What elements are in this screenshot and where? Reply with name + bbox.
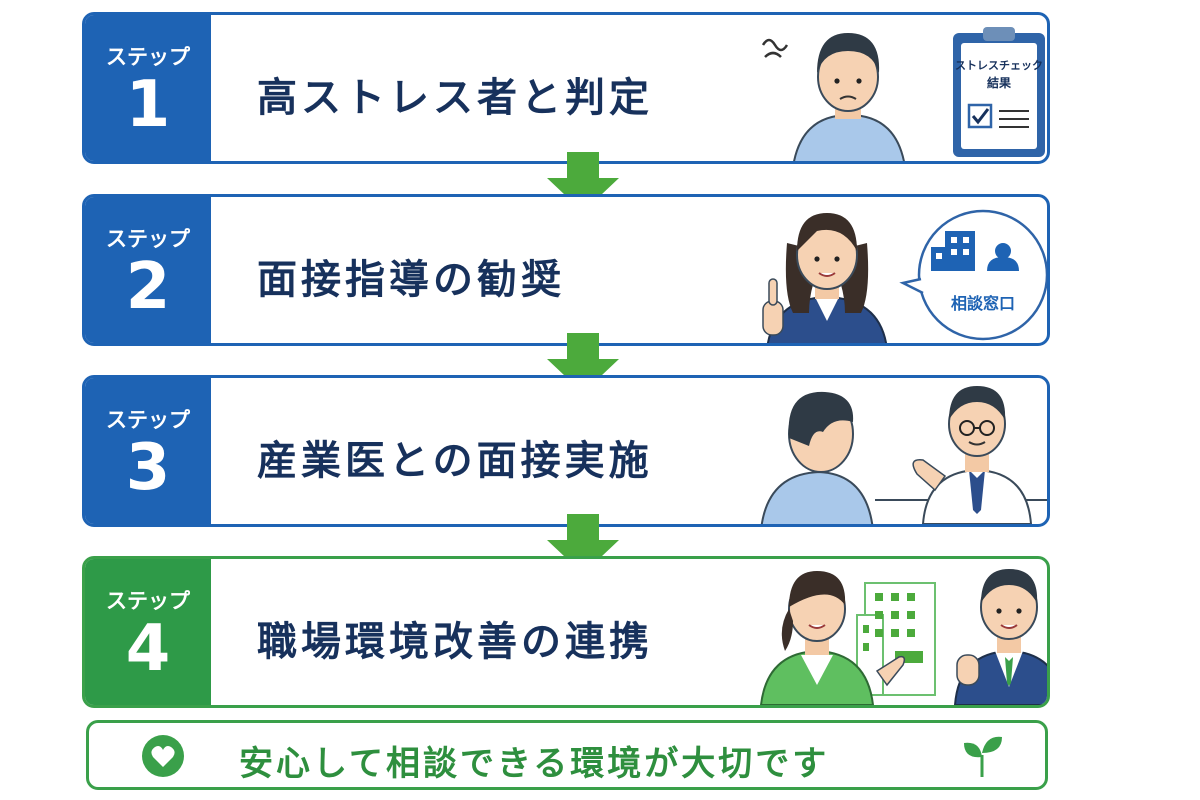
step-4-badge: ステップ 4 — [85, 559, 211, 705]
woman-staff-figure — [759, 571, 906, 705]
step-3-card: ステップ 3 産業医との面接実施 — [82, 375, 1050, 527]
step-2-illustration: 相談窓口 — [762, 209, 1047, 343]
step-3-number: 3 — [125, 431, 171, 505]
step-2-title: 面接指導の勧奨 — [257, 257, 565, 303]
heart-icon — [142, 735, 184, 777]
footer-message-box: 安心して相談できる環境が大切です — [86, 720, 1048, 790]
step-2-badge: ステップ 2 — [85, 197, 211, 343]
arrow-down-icon — [547, 152, 619, 212]
manager-figure — [953, 569, 1047, 705]
sprout-icon — [964, 736, 1002, 777]
stressed-man-figure — [761, 33, 905, 161]
step-1-label: ステップ — [106, 45, 190, 69]
step-1-illustration: ストレスチェック 結果 — [761, 27, 1045, 161]
step-4-label: ステップ — [106, 589, 190, 613]
step-2-card: ステップ 2 面接指導の勧奨 — [82, 194, 1050, 346]
footer-message: 安心して相談できる環境が大切です — [239, 744, 830, 784]
step-4-title: 職場環境改善の連携 — [257, 619, 653, 665]
consultation-bubble: 相談窓口 — [899, 209, 1047, 341]
step-2-label: ステップ — [106, 227, 190, 251]
step-1-number: 1 — [125, 68, 171, 142]
clipboard-line1: ストレスチェック — [955, 59, 1043, 72]
arrow-down-icon — [547, 514, 619, 574]
step-3-title: 産業医との面接実施 — [257, 438, 653, 484]
step-2-number: 2 — [125, 250, 171, 324]
doctor-figure — [875, 386, 1047, 524]
step-3-badge: ステップ 3 — [85, 378, 211, 524]
consultant-woman-figure — [762, 213, 887, 343]
step-4-illustration — [759, 569, 1047, 705]
office-building-icon — [856, 582, 936, 696]
step-3-illustration — [760, 386, 1047, 524]
person-icon — [987, 243, 1019, 271]
bubble-label: 相談窓口 — [951, 294, 1015, 313]
employee-back-figure — [760, 391, 874, 524]
step-1-title: 高ストレス者と判定 — [257, 75, 653, 121]
clipboard-icon: ストレスチェック 結果 — [953, 27, 1045, 157]
clipboard-line2: 結果 — [987, 75, 1011, 90]
arrow-down-icon — [547, 333, 619, 393]
step-4-number: 4 — [125, 612, 171, 686]
step-3-label: ステップ — [106, 408, 190, 432]
step-1-badge: ステップ 1 — [85, 15, 211, 161]
step-1-card: ステップ 1 高ストレス者と判定 ストレスチェック 結果 — [82, 12, 1050, 164]
step-4-card: ステップ 4 職場環境改善の連携 — [82, 556, 1050, 708]
building-icon — [931, 231, 975, 271]
